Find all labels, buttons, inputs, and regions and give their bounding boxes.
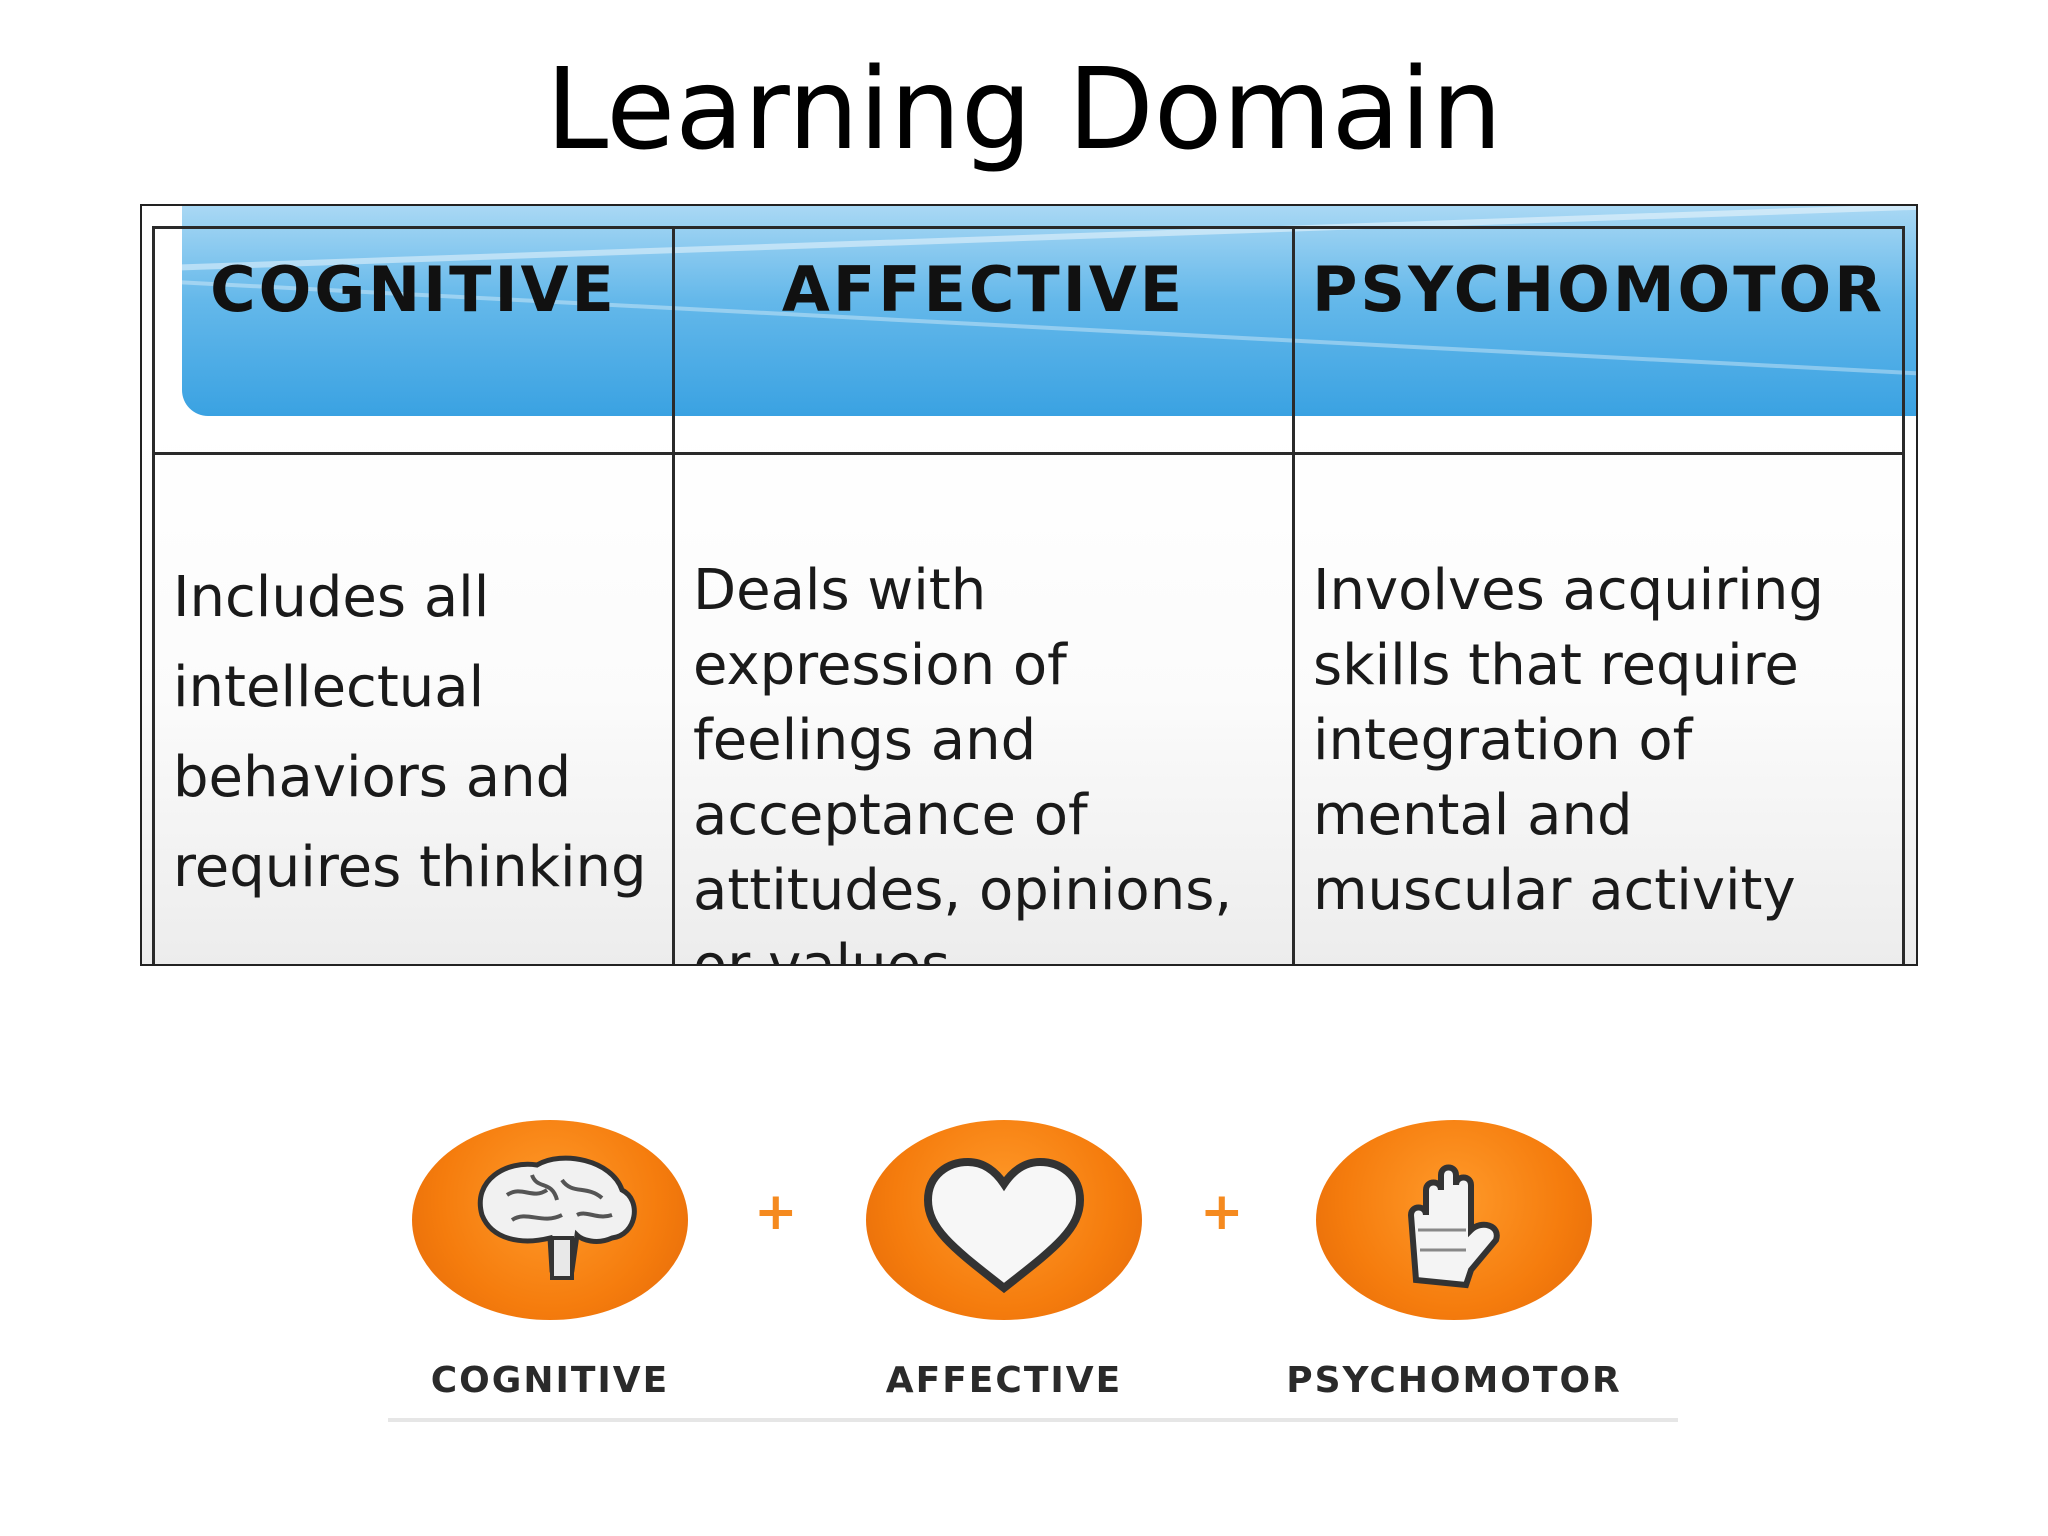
header-affective: AFFECTIVE — [672, 226, 1295, 455]
psychomotor-circle — [1316, 1120, 1592, 1320]
cognitive-circle — [412, 1120, 688, 1320]
cell-cognitive-description: Includes all intellectual behaviors and … — [152, 452, 675, 964]
learning-domain-table-image: COGNITIVE AFFECTIVE PSYCHOMOTOR Includes… — [140, 204, 1918, 966]
domain-icons-row: + + — [0, 1120, 2048, 1340]
learning-domain-table: COGNITIVE AFFECTIVE PSYCHOMOTOR Includes… — [152, 226, 1905, 964]
plus-separator-2: + — [1200, 1182, 1244, 1242]
cell-psychomotor-description: Involves acquiring skills that require i… — [1292, 452, 1905, 964]
label-psychomotor: PSYCHOMOTOR — [1286, 1360, 1622, 1401]
plus-separator-1: + — [754, 1182, 798, 1242]
cell-affective-description: Deals with expression of feelings and ac… — [672, 452, 1295, 964]
hand-icon — [1407, 1164, 1500, 1289]
icons-divider — [388, 1418, 1678, 1422]
label-cognitive: COGNITIVE — [430, 1360, 670, 1401]
label-affective: AFFECTIVE — [885, 1360, 1123, 1401]
affective-circle — [866, 1120, 1142, 1320]
slide-title: Learning Domain — [545, 45, 1503, 175]
table-row: Includes all intellectual behaviors and … — [152, 452, 1905, 964]
header-psychomotor: PSYCHOMOTOR — [1292, 226, 1905, 455]
heart-icon — [923, 1157, 1085, 1294]
header-cognitive: COGNITIVE — [152, 226, 675, 455]
brain-icon — [477, 1155, 637, 1280]
table-header-row: COGNITIVE AFFECTIVE PSYCHOMOTOR — [152, 226, 1905, 455]
